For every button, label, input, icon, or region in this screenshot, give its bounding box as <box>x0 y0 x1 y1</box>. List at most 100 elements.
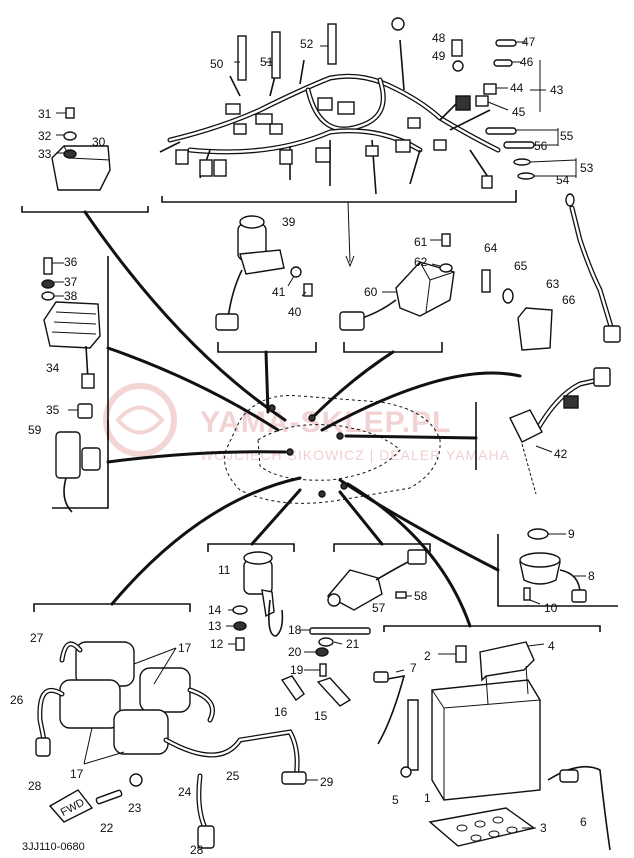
callout-36: 36 <box>64 255 78 269</box>
relay-11-cap <box>243 551 273 565</box>
flasher-59-plug <box>81 447 101 471</box>
part-35-clamp <box>77 403 93 419</box>
callout-59: 59 <box>28 423 42 437</box>
parts-17-ignition-coils: FWD <box>35 641 307 849</box>
callout-31: 31 <box>38 107 52 121</box>
pointer-group63 <box>320 371 522 432</box>
relay-11-lead <box>268 599 284 637</box>
part-64-bolt <box>481 269 491 293</box>
part-33-nut <box>63 149 77 159</box>
leader-45 <box>487 101 509 111</box>
callout-66: 66 <box>562 293 576 307</box>
part-34-regulator <box>41 257 101 419</box>
leader-17-bottom <box>83 727 125 765</box>
part-48-bolt <box>451 39 463 57</box>
callout-47: 47 <box>522 35 536 49</box>
sensor-42-clip <box>563 395 579 409</box>
harness-connector-10 <box>395 139 411 153</box>
relay-11-body <box>243 559 273 595</box>
part-2-fitting <box>455 645 467 663</box>
callout-1: 1 <box>424 791 431 805</box>
switch-57-lead <box>375 559 413 581</box>
coil-39-cap <box>239 215 265 229</box>
coil-39-bracket <box>239 249 285 275</box>
part-14-grommet <box>232 605 248 615</box>
unit-60-lead <box>361 299 397 319</box>
part-49-washer <box>452 60 464 72</box>
part-65-washer <box>502 288 514 304</box>
callout-56: 56 <box>534 139 548 153</box>
callout-60: 60 <box>364 285 378 299</box>
callout-18: 18 <box>288 623 302 637</box>
part-12-bolt <box>235 637 245 651</box>
part-42-sensor <box>509 367 611 495</box>
harness-connector-2 <box>255 113 273 125</box>
cap-29 <box>281 771 307 785</box>
pointer-switch57 <box>338 490 384 546</box>
leader-4 <box>527 643 545 647</box>
part-10-screw <box>523 587 531 601</box>
callout-24: 24 <box>178 785 192 799</box>
leader-55 <box>516 128 559 146</box>
part-32-washer <box>63 131 77 141</box>
callout-4: 4 <box>548 639 555 653</box>
harness-branch-13 <box>159 141 181 153</box>
leader-43 <box>530 60 546 112</box>
callout-10: 10 <box>544 601 558 615</box>
harness-connector-7 <box>213 159 227 177</box>
callout-28a: 28 <box>28 779 42 793</box>
frame-mount-4 <box>318 490 326 498</box>
battery-body <box>431 679 541 801</box>
part-51-bolt <box>271 31 281 79</box>
pad-hole-1 <box>456 824 468 832</box>
callout-6: 6 <box>580 815 587 829</box>
bracket-harness-group <box>161 190 517 203</box>
part-5-breather <box>407 699 419 771</box>
lead-24 <box>187 687 215 833</box>
callout-63: 63 <box>546 277 560 291</box>
lead-27-inner <box>60 642 82 662</box>
callout-41: 41 <box>272 285 286 299</box>
part-59-flasher <box>55 431 101 513</box>
part-44-clamp <box>483 83 497 95</box>
frame-sketch <box>224 395 441 504</box>
part-53-terminal <box>513 158 531 166</box>
coil-39-plug <box>215 313 239 331</box>
battery-top-edge <box>431 689 541 800</box>
callout-37: 37 <box>64 275 78 289</box>
part-16-switch <box>280 675 305 701</box>
leader-lines <box>52 41 586 829</box>
bracket-battery-group <box>383 625 601 632</box>
callout-21: 21 <box>346 637 360 651</box>
harness-connector-5 <box>455 95 471 111</box>
leader-42 <box>535 445 553 453</box>
harness-connector-14 <box>233 123 247 135</box>
part-62-washer <box>439 263 453 273</box>
callout-48: 48 <box>432 31 446 45</box>
wire-harness <box>159 17 501 195</box>
harness-loop-inner <box>306 78 385 131</box>
frame-mount-1 <box>268 404 276 412</box>
harness-connector-11 <box>175 149 189 165</box>
part-4-battery-band <box>479 641 535 682</box>
leader-41 <box>287 275 295 287</box>
frame-mount-2 <box>308 414 316 422</box>
part-37-washer <box>41 279 55 289</box>
leader-17-top <box>133 647 177 685</box>
leader-40 <box>301 291 307 297</box>
part-55-fuse-holder <box>503 141 535 149</box>
part-8-sender <box>519 528 587 603</box>
part-13-collar <box>233 621 247 631</box>
drawing-code: 3JJ110-0680 <box>22 841 85 853</box>
coil-17-bottom-right <box>113 709 169 755</box>
callout-26: 26 <box>10 693 24 707</box>
callout-20: 20 <box>288 645 302 659</box>
harness-ring-terminal <box>391 17 405 31</box>
callout-51: 51 <box>260 55 274 69</box>
callout-38: 38 <box>64 289 78 303</box>
part-45-clamp <box>475 95 489 107</box>
part-23-washer <box>129 773 143 787</box>
callout-43: 43 <box>550 83 564 97</box>
callout-46: 46 <box>520 55 534 69</box>
harness-connector-4 <box>337 101 355 115</box>
